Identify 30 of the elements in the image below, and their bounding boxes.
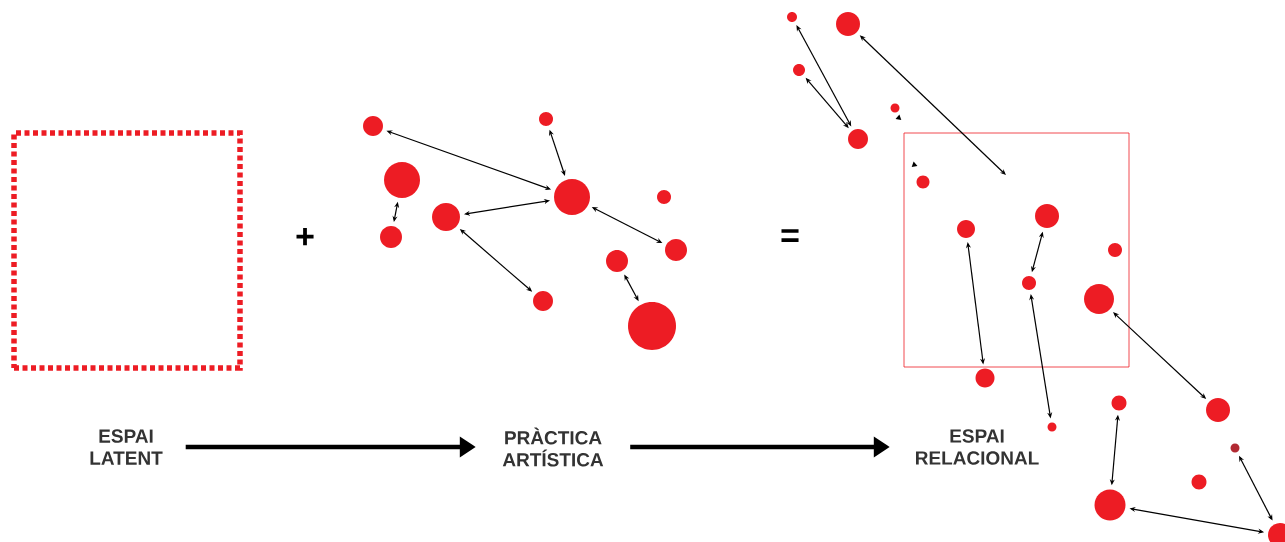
dot [1206,398,1230,422]
dotted-square [11,130,243,371]
equals-sign: = [781,229,799,242]
dot [384,162,420,198]
caption-text: PRÀCTICA ARTÍSTICA [502,427,604,467]
dot [665,239,687,261]
dot [1111,395,1127,411]
dot [363,116,383,136]
dot [1035,204,1059,228]
dot [1191,474,1207,490]
dot [628,302,676,350]
dot [975,368,995,388]
dot [848,129,868,149]
dot [1108,243,1122,257]
dot [1022,276,1036,290]
dot [836,12,860,36]
dot [606,250,628,272]
dot [1084,284,1114,314]
dot [380,226,402,248]
dot [533,291,553,311]
caption-text: ESPAI LATENT [90,429,163,465]
dot [554,179,590,215]
dot [957,220,975,238]
dot [1094,489,1126,521]
square-outline [903,132,1130,368]
dot [432,203,460,231]
plus-sign: + [296,228,314,246]
caption-text: ESPAI RELACIONAL [916,429,1039,465]
dot [539,112,553,126]
dot [657,190,671,204]
